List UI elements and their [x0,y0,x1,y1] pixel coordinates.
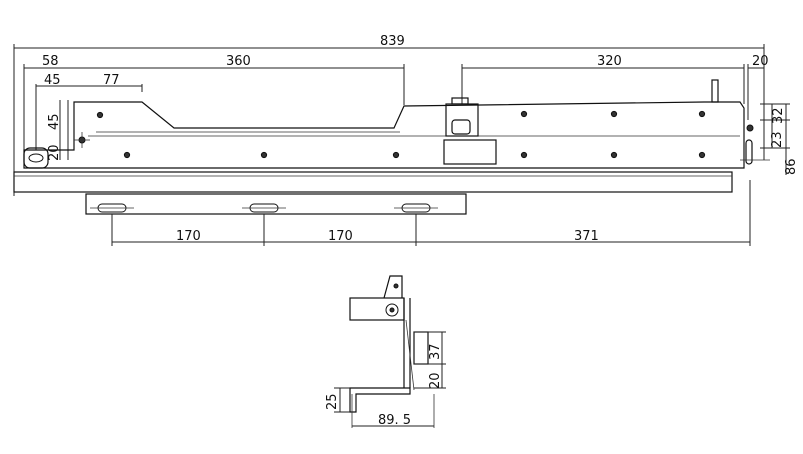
label-86: 86 [784,158,799,175]
dim-overall-length: 839 [13,34,765,196]
hole [746,124,754,132]
hole [610,110,618,118]
right-end-pin [711,79,770,165]
dim-slot-pitch: 170 170 371 [111,180,751,246]
top-tab [383,275,403,299]
hole [698,110,706,118]
rail-body [13,101,745,215]
label-20-right: 20 [752,54,769,69]
dim-left-offset: 58 [23,54,74,150]
slot-3 [394,203,438,213]
label-170-a: 170 [176,229,201,244]
rail-holes [78,110,754,159]
label-25: 25 [325,393,340,410]
dim-right-offset: 20 [747,54,769,120]
label-32: 32 [771,107,786,124]
upper-flange-hole [385,303,399,317]
hole [520,110,528,118]
dim-side-25: 25 [325,387,350,413]
top-view: 839 58 360 320 20 [13,34,799,246]
label-371: 371 [574,229,599,244]
center-marks [74,132,90,148]
dim-vertical-left: 45 20 [47,100,69,161]
dim-cutout-length: 360 [74,54,405,105]
label-37: 37 [428,343,443,360]
label-20-vertical: 20 [47,144,62,161]
vertical-web [403,298,429,391]
label-839: 839 [380,34,405,49]
hole [260,151,268,159]
label-77: 77 [103,73,120,88]
label-360: 360 [226,54,251,69]
upper-flange [349,297,405,321]
hole [123,151,131,159]
label-20-side: 20 [428,372,443,389]
slot-1 [90,203,134,213]
label-320: 320 [597,54,622,69]
hole [698,151,706,159]
hole [392,151,400,159]
hole [96,111,104,119]
label-170-b: 170 [328,229,353,244]
label-58: 58 [42,54,59,69]
flange-slots [90,203,438,213]
side-view: 37 20 25 89. 5 [325,275,446,428]
dim-right-vertical: 32 23 86 [760,103,799,175]
label-23: 23 [770,131,785,148]
left-end-tab [23,147,49,169]
dim-side-vertical: 37 20 [414,331,446,389]
label-45-top: 45 [44,73,61,88]
bracket-block [443,97,497,165]
hole [610,151,618,159]
dim-side-89-5: 89. 5 [352,413,434,428]
dim-inner-left: 45 77 [35,73,143,150]
dim-right-section: 320 [461,54,745,104]
slot-2 [242,203,286,213]
hole [520,151,528,159]
label-45-vertical: 45 [47,113,62,130]
label-89-5: 89. 5 [378,413,411,428]
